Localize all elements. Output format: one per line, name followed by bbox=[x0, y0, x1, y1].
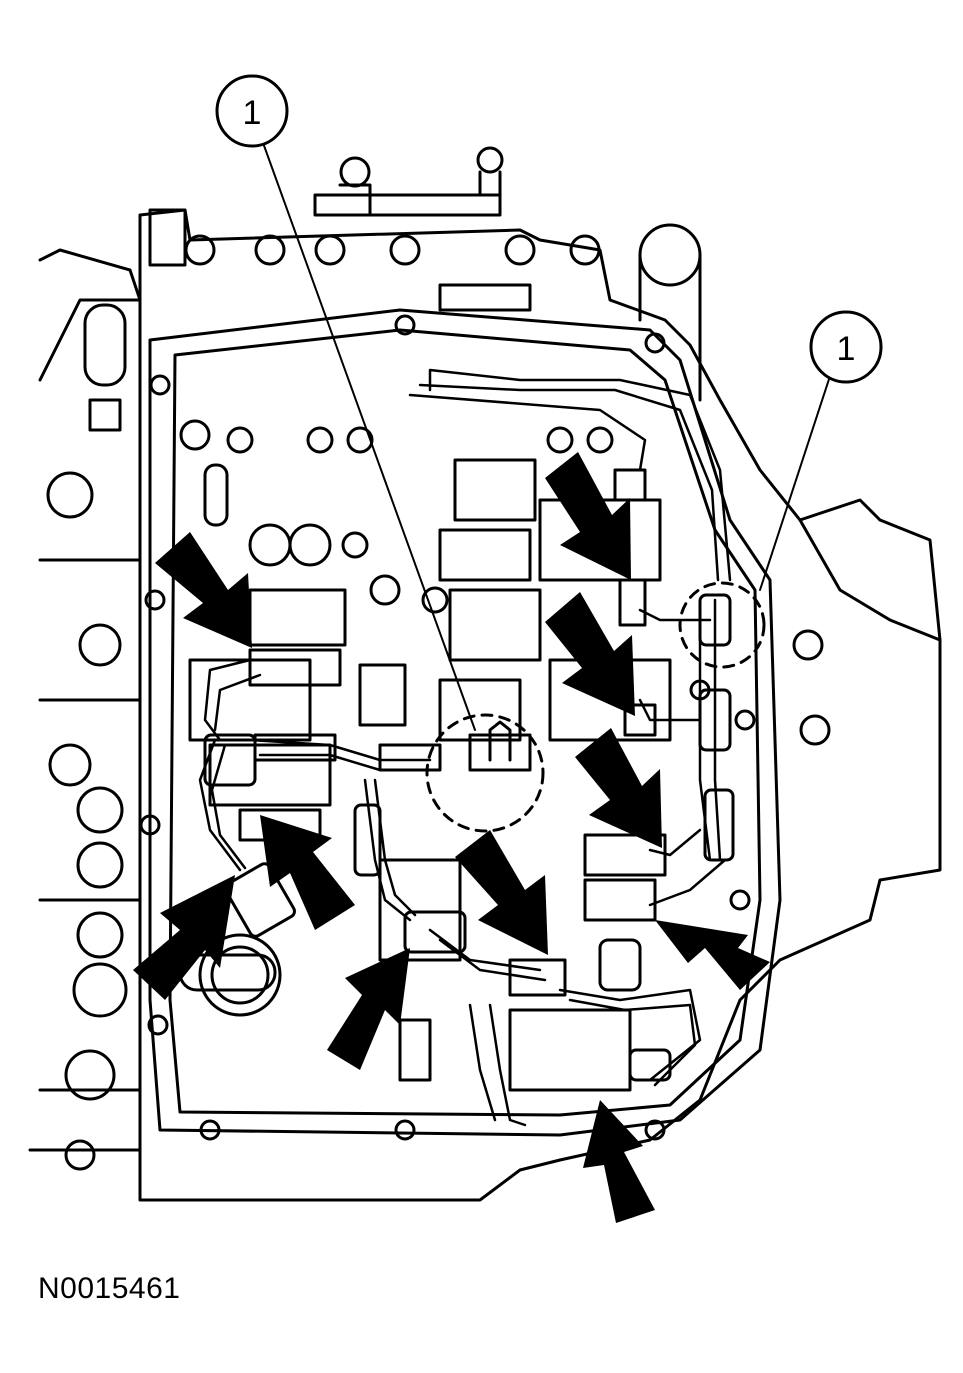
svg-text:1: 1 bbox=[243, 94, 262, 132]
arrow-3 bbox=[545, 592, 635, 716]
svg-text:1: 1 bbox=[837, 330, 856, 368]
highlight-circle-right bbox=[678, 581, 766, 669]
top-linkage bbox=[313, 146, 504, 217]
transmission-case bbox=[28, 208, 942, 1202]
callout-1-right: 1 bbox=[809, 310, 883, 384]
arrow-2 bbox=[545, 452, 631, 580]
arrow-4 bbox=[575, 728, 662, 848]
callout-leader-center bbox=[261, 139, 476, 731]
highlight-circles bbox=[425, 581, 766, 833]
arrow-10 bbox=[583, 1100, 655, 1223]
arrow-1 bbox=[155, 532, 252, 648]
left-bosses bbox=[46, 303, 128, 1171]
valve-body-plate bbox=[148, 308, 782, 1137]
callout-leaders bbox=[261, 139, 833, 731]
valve-bores bbox=[178, 419, 672, 1092]
arrow-6 bbox=[133, 875, 235, 1000]
figure-id: N0015461 bbox=[38, 1272, 181, 1305]
callout-leader-right bbox=[759, 369, 833, 591]
connectors bbox=[203, 468, 735, 1082]
indicator-arrows bbox=[133, 452, 770, 1223]
top-casting bbox=[148, 208, 702, 402]
wiring-harness bbox=[198, 368, 732, 1127]
highlight-circle-center bbox=[425, 713, 545, 833]
arrow-8 bbox=[327, 948, 410, 1070]
arrow-9 bbox=[655, 920, 770, 990]
plate-bolt-holes bbox=[139, 314, 831, 1141]
arrow-7 bbox=[455, 830, 548, 955]
arrow-5 bbox=[260, 815, 355, 930]
callout-1-center: 1 bbox=[215, 74, 289, 148]
